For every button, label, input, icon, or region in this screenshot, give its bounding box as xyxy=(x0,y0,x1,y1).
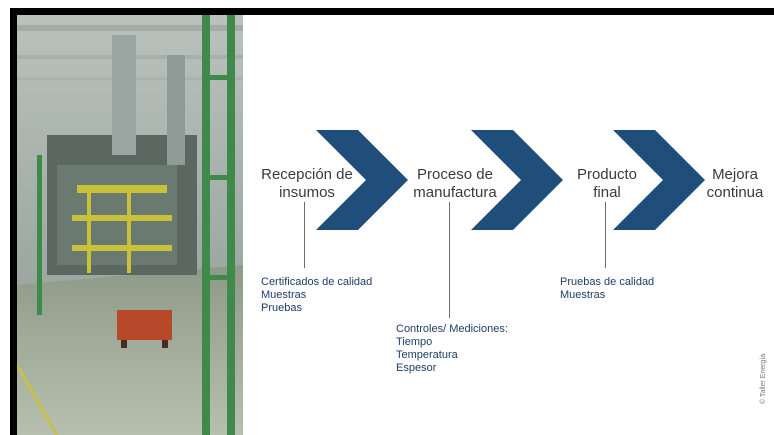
stage-label-line2: final xyxy=(593,184,621,201)
detail-line: Tiempo xyxy=(396,336,433,348)
detail-line: Controles/ Mediciones: xyxy=(396,323,508,335)
detail-line: Pruebas de calidad xyxy=(560,276,655,288)
left-border xyxy=(10,8,17,435)
stage-label-line1: Proceso de xyxy=(417,166,493,183)
stage-label-producto: Producto final xyxy=(562,166,652,202)
stage-label-line1: Producto xyxy=(576,166,638,183)
detail-line: Muestras xyxy=(560,289,606,301)
stage-label-mejora: Mejora continua xyxy=(698,166,772,202)
factory-photo xyxy=(17,15,243,435)
connector-line-recepcion xyxy=(304,202,305,268)
stage-label-line2: continua xyxy=(706,184,764,201)
chevron-arrow-2 xyxy=(471,130,563,230)
stage-label-line1: Recepción de xyxy=(261,166,353,183)
detail-producto: Pruebas de calidad Muestras xyxy=(560,276,654,302)
stage-label-recepcion: Recepción de insumos xyxy=(254,166,360,202)
stage-label-line2: insumos xyxy=(279,184,335,201)
top-border xyxy=(10,8,774,15)
detail-line: Temperatura xyxy=(396,349,458,361)
credit-text: © Taller Energía xyxy=(760,353,767,404)
detail-line: Certificados de calidad xyxy=(261,276,373,288)
connector-line-producto xyxy=(605,202,606,268)
chevron-arrow-3 xyxy=(613,130,705,230)
detail-proceso: Controles/ Mediciones: Tiempo Temperatur… xyxy=(396,323,508,375)
chevron-arrow-1 xyxy=(316,130,408,230)
detail-line: Pruebas xyxy=(261,302,302,314)
detail-recepcion: Certificados de calidad Muestras Pruebas xyxy=(261,276,372,315)
stage-label-line1: Mejora xyxy=(712,166,758,183)
detail-line: Muestras xyxy=(261,289,307,301)
connector-line-proceso xyxy=(449,202,450,318)
stage-label-proceso: Proceso de manufactura xyxy=(402,166,508,202)
stage-label-line2: manufactura xyxy=(413,184,497,201)
detail-line: Espesor xyxy=(396,362,437,374)
